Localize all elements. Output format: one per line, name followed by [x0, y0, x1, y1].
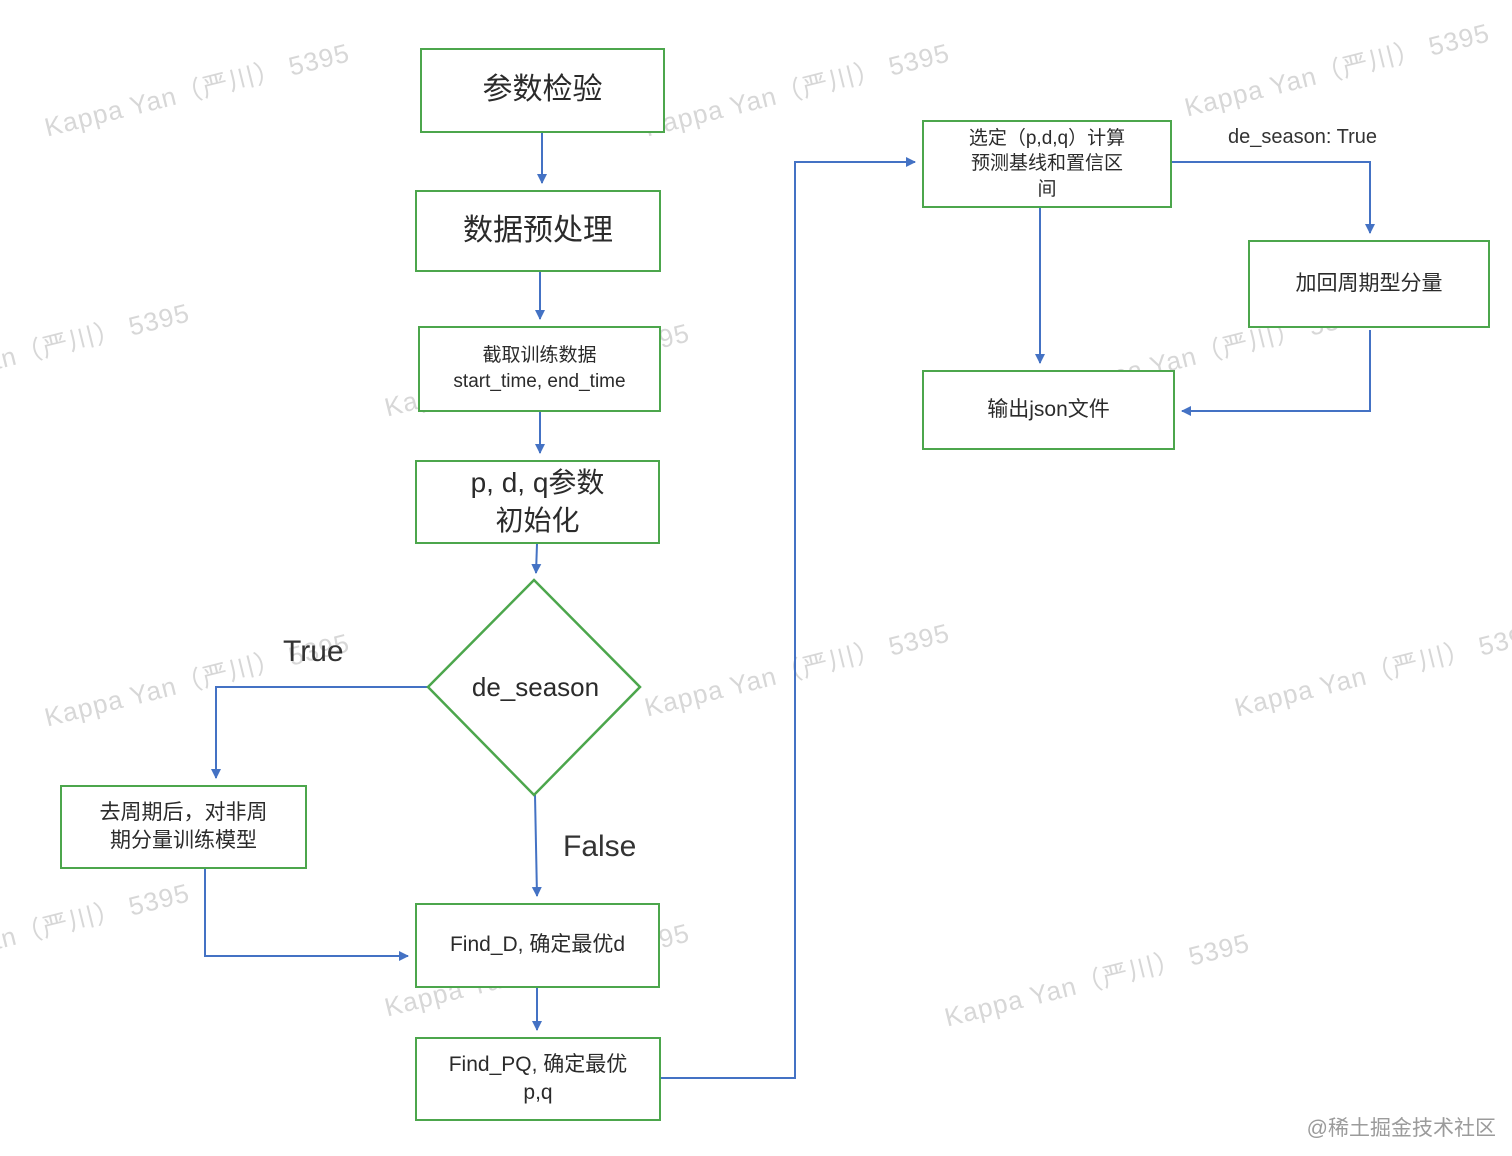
node-select-pdq: 选定（p,d,q）计算 预测基线和置信区 间: [922, 120, 1172, 208]
edge-label-de-season-true: de_season: True: [1228, 126, 1377, 148]
node-deseason-train: 去周期后，对非周 期分量训练模型: [60, 785, 307, 869]
node-find-pq: Find_PQ, 确定最优 p,q: [415, 1037, 661, 1121]
node-pdq-init: p, d, q参数 初始化: [415, 460, 660, 544]
edge-label-false: False: [563, 830, 637, 863]
node-de-season-decision: de_season: [471, 672, 600, 702]
node-find-d: Find_D, 确定最优d: [415, 903, 660, 988]
decision-diamond-shape: [426, 578, 642, 797]
node-add-season: 加回周期型分量: [1248, 240, 1490, 328]
edge-label-true: True: [283, 635, 344, 668]
node-output-json: 输出json文件: [922, 370, 1175, 450]
community-credit: @稀土掘金技术社区: [1306, 1117, 1496, 1140]
node-slice-training-data: 截取训练数据 start_time, end_time: [418, 326, 661, 412]
node-preprocess: 数据预处理: [415, 190, 661, 272]
node-param-check: 参数检验: [420, 48, 665, 133]
